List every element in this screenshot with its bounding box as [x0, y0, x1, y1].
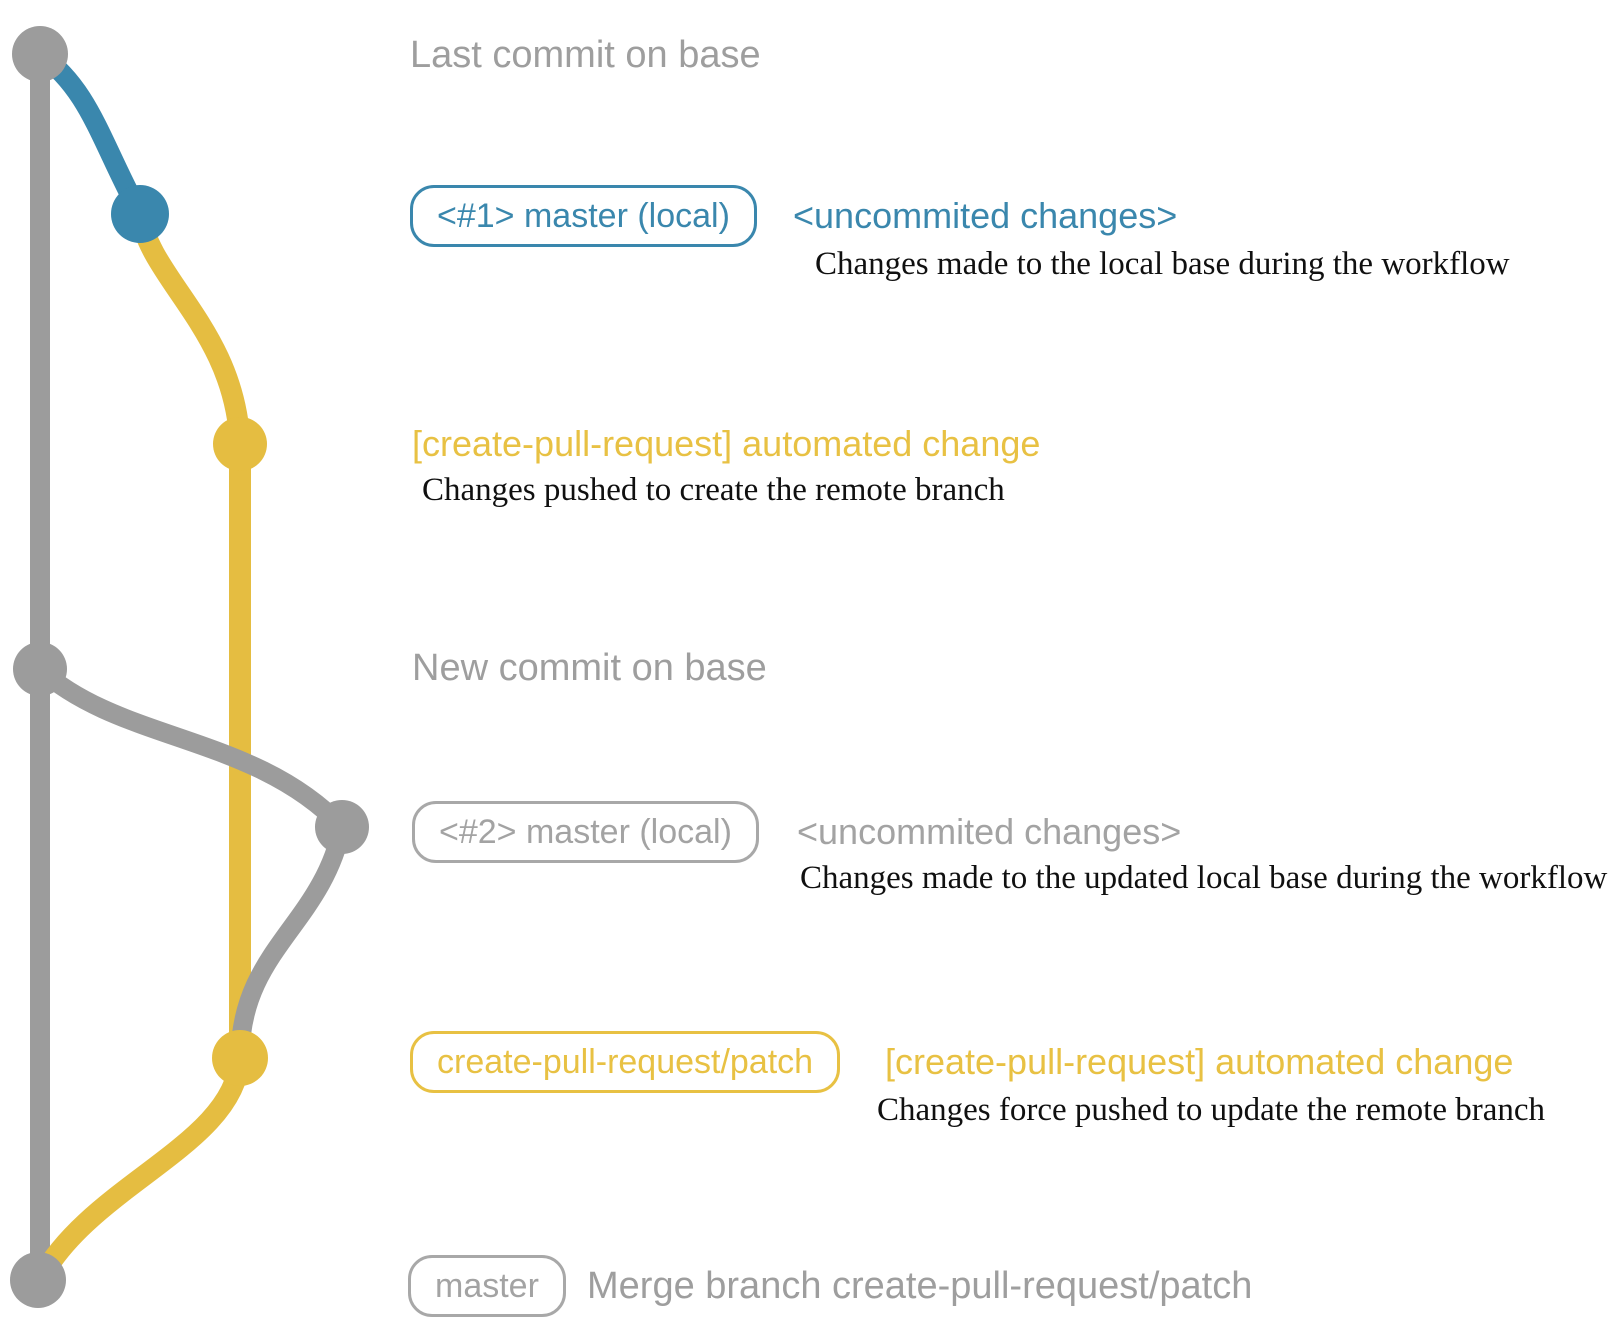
- label-new-commit-on-base: New commit on base: [412, 647, 767, 689]
- description-local-changes-1: Changes made to the local base during th…: [815, 246, 1510, 282]
- commit-dot-remote-2: [212, 1030, 268, 1086]
- commit-dot-remote-1: [213, 417, 267, 471]
- badge-master-merged: master: [408, 1255, 566, 1317]
- updated-local-branch-curve-upper: [33, 661, 349, 834]
- commit-dot-last-base: [12, 26, 68, 82]
- commit-dot-local-1: [111, 185, 169, 243]
- description-remote-push-1: Changes pushed to create the remote bran…: [422, 472, 1005, 508]
- annotation-uncommitted-changes-2: <uncommited changes>: [797, 811, 1182, 852]
- commit-dot-merge: [10, 1252, 66, 1308]
- badge-master-local-2: <#2> master (local): [412, 801, 759, 863]
- badge-master-local-1: <#1> master (local): [410, 185, 757, 247]
- description-remote-push-2: Changes force pushed to update the remot…: [877, 1092, 1546, 1128]
- patch-branch-curve-top: [129, 211, 251, 445]
- label-merge-branch: Merge branch create-pull-request/patch: [587, 1265, 1253, 1307]
- description-local-changes-2: Changes made to the updated local base d…: [800, 860, 1608, 896]
- updated-local-branch-curve-lower: [230, 825, 352, 1059]
- patch-branch-merge-curve: [30, 1056, 251, 1286]
- commit-dot-new-base: [13, 642, 67, 696]
- annotation-uncommitted-changes-1: <uncommited changes>: [793, 195, 1178, 236]
- badge-create-pull-request-patch: create-pull-request/patch: [410, 1031, 841, 1093]
- annotation-automated-change-2: [create-pull-request] automated change: [885, 1041, 1514, 1082]
- commit-dot-local-2: [315, 800, 369, 854]
- label-last-commit-on-base: Last commit on base: [410, 34, 761, 76]
- annotation-automated-change-1: [create-pull-request] automated change: [412, 423, 1041, 464]
